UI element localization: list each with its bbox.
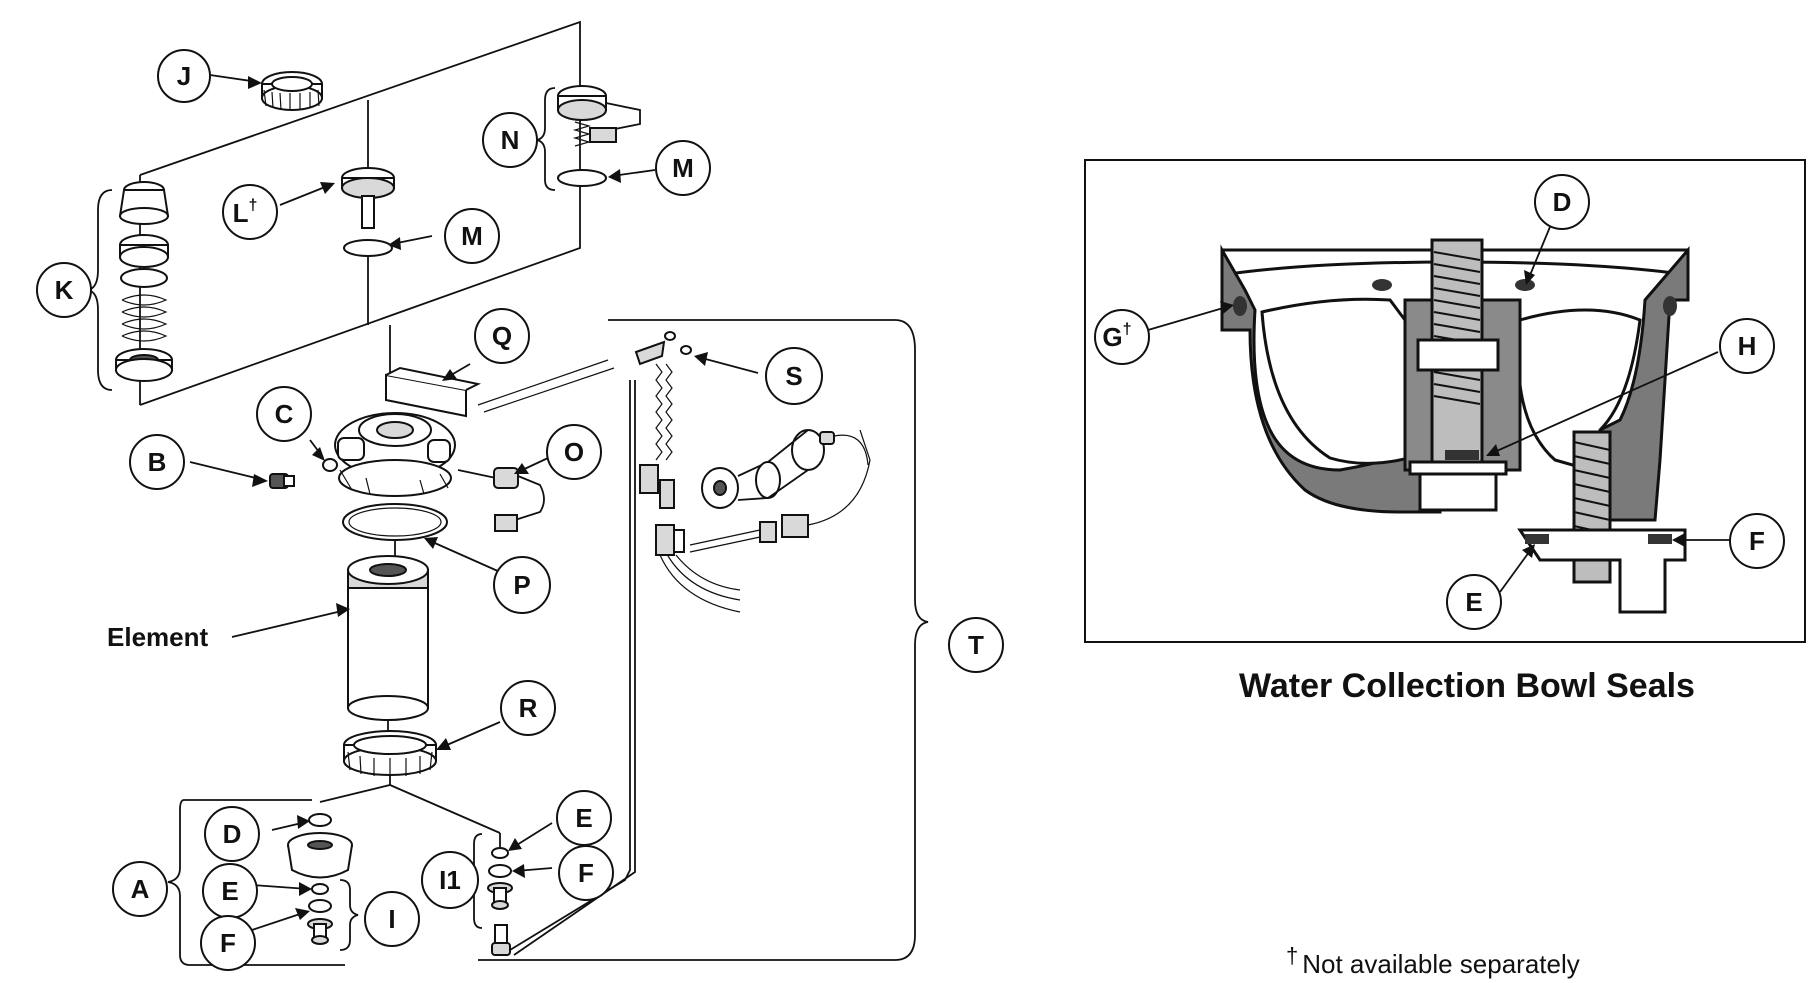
callout-e-left: E <box>202 863 258 919</box>
svg-text:L†: L† <box>233 197 258 228</box>
inset-leaders <box>1147 221 1730 593</box>
inset-title: Water Collection Bowl Seals <box>1239 667 1695 705</box>
inset-callout-d: D <box>1534 174 1590 230</box>
callout-m-top: M <box>655 140 711 196</box>
svg-text:Q: Q <box>492 321 512 351</box>
filter-head <box>334 325 482 497</box>
svg-text:D: D <box>223 819 242 849</box>
footnote-text: Not available separately <box>1302 949 1580 979</box>
collection-bowl <box>287 832 353 879</box>
svg-text:T: T <box>968 630 984 660</box>
svg-text:F: F <box>578 858 594 888</box>
leader-bowl-split <box>319 784 501 834</box>
drain-valve-left <box>307 918 333 945</box>
o-ring-m-middle <box>343 239 393 257</box>
callout-l: L† <box>222 184 278 240</box>
water-bowl-seals-inset: D G† H F E Water Collection Bowl Seals <box>1084 159 1806 705</box>
svg-text:D: D <box>1553 187 1572 217</box>
callout-b: B <box>129 434 185 490</box>
svg-text:S: S <box>785 361 802 391</box>
svg-text:P: P <box>513 570 530 600</box>
svg-text:H: H <box>1738 331 1757 361</box>
washer-c <box>322 458 338 472</box>
svg-text:E: E <box>221 876 238 906</box>
callout-c: C <box>256 386 312 442</box>
seal-f-right <box>488 864 512 878</box>
inset-callout-e: E <box>1446 574 1502 630</box>
callout-f-left: F <box>200 915 256 971</box>
callout-a: A <box>112 861 168 917</box>
callout-k: K <box>36 262 92 318</box>
svg-text:R: R <box>519 693 538 723</box>
svg-text:I: I <box>388 904 395 934</box>
gasket-p <box>342 503 448 541</box>
callout-n: N <box>482 112 538 168</box>
ring-nut-r <box>343 730 437 776</box>
svg-text:C: C <box>275 399 294 429</box>
callout-i: I <box>364 891 420 947</box>
callout-m-middle: M <box>444 208 500 264</box>
svg-text:N: N <box>501 125 520 155</box>
seal-f-left <box>308 899 332 913</box>
inset-callout-h: H <box>1719 318 1775 374</box>
svg-text:K: K <box>55 275 74 305</box>
callout-d: D <box>204 806 260 862</box>
exploded-frame-lines <box>139 20 581 406</box>
seal-e-left <box>311 883 329 895</box>
footnote-dagger: † <box>1286 943 1298 968</box>
wiring-harness-s <box>477 331 871 613</box>
sensor-probe-right <box>491 380 636 956</box>
bracket-i <box>339 879 359 951</box>
drain-valve-right <box>487 882 513 910</box>
callout-r: R <box>500 680 556 736</box>
svg-text:G†: G† <box>1102 321 1131 352</box>
callout-q: Q <box>474 308 530 364</box>
svg-text:M: M <box>461 221 483 251</box>
bracket-t <box>478 319 929 961</box>
seal-e-right <box>491 847 509 859</box>
callout-f-right: F <box>558 845 614 901</box>
svg-text:F: F <box>220 928 236 958</box>
exploded-assembly: Element J L† M N M K Q <box>36 20 1004 971</box>
sensor-n <box>557 85 641 147</box>
svg-text:I1: I1 <box>439 865 461 895</box>
footnote: †Not available separately <box>1286 943 1580 979</box>
svg-text:E: E <box>575 803 592 833</box>
o-ring-d <box>308 813 332 827</box>
plunger-stack-k <box>115 181 173 382</box>
svg-text:A: A <box>131 874 150 904</box>
callout-p: P <box>493 556 551 614</box>
callout-i1: I1 <box>421 851 479 909</box>
callout-e-right: E <box>556 790 612 846</box>
svg-text:F: F <box>1749 526 1765 556</box>
locking-ring-j <box>261 71 323 111</box>
svg-text:O: O <box>564 437 584 467</box>
svg-text:E: E <box>1465 587 1482 617</box>
inset-callout-f: F <box>1729 513 1785 569</box>
bracket-n <box>536 87 556 191</box>
callout-t: T <box>948 617 1004 673</box>
svg-text:M: M <box>672 153 694 183</box>
element-label: Element <box>107 622 208 652</box>
bracket-a <box>167 799 345 966</box>
callout-leaders <box>189 74 759 931</box>
callout-o: O <box>546 424 602 480</box>
svg-text:B: B <box>148 447 167 477</box>
sensor-harness-o <box>457 467 545 532</box>
o-ring-m-top <box>557 169 607 187</box>
callout-j: J <box>157 49 211 103</box>
plug-b <box>269 473 295 489</box>
primer-plunger-l <box>341 100 395 229</box>
svg-text:J: J <box>177 61 191 91</box>
inset-callout-g: G† <box>1094 309 1150 365</box>
callout-s: S <box>765 347 823 405</box>
filter-element <box>347 555 429 748</box>
sensor-mount-bracket <box>701 429 869 509</box>
